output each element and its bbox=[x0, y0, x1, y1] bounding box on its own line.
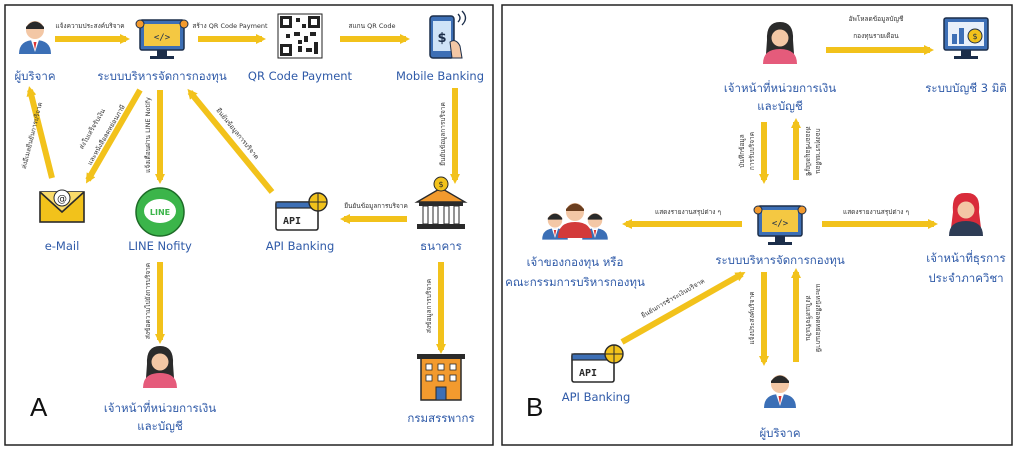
edge-system-to-donor-label-2: และหนังสือลดหย่อนภาษี bbox=[814, 284, 822, 353]
edge-officer-to-system-label-1: บันทึกข้อมูล bbox=[738, 134, 746, 167]
email-icon: @ bbox=[39, 189, 85, 223]
fund-system-icon-b bbox=[753, 205, 807, 246]
svg-text:$: $ bbox=[438, 180, 443, 189]
node-owners-label-1: เจ้าของกองทุน หรือ bbox=[527, 255, 624, 269]
panel-b: อัพโหลดข้อมูลบัญชี กองทุนรายเดือน บันทึก… bbox=[505, 15, 1007, 440]
fund-system-icon bbox=[135, 19, 189, 60]
mobile-banking-icon: $ bbox=[429, 10, 467, 59]
node-api-label: API Banking bbox=[266, 239, 335, 253]
node-officer-b-label-1: เจ้าหน้าที่หน่วยการเงิน bbox=[724, 80, 836, 95]
qr-code-icon bbox=[277, 13, 323, 59]
edge-system-to-owners-label: แสดงรายงานสรุปต่าง ๆ bbox=[655, 208, 721, 216]
edge-donor-to-system-label: แจ้งความประสงค์บริจาค bbox=[55, 22, 124, 30]
node-line-label: LINE Nofity bbox=[128, 239, 192, 253]
node-staff-label-1: เจ้าหน้าที่ธุรการ bbox=[926, 250, 1005, 265]
svg-text:$: $ bbox=[972, 32, 977, 41]
edge-officer-to-system-label-2: การรับบริจาค bbox=[748, 132, 756, 170]
edge-qr-to-mobile-label: สแกน QR Code bbox=[349, 22, 396, 30]
panel-a-letter: A bbox=[30, 392, 48, 422]
arrow-system-to-email bbox=[85, 88, 143, 184]
finance-officer-icon bbox=[143, 346, 177, 388]
edge-donor-to-system-label-b: แจ้งประสงค์บริจาค bbox=[748, 291, 756, 344]
edge-line-to-officer-label: ส่งข้อความไปยังการบริจาค bbox=[144, 263, 152, 339]
svg-text:LINE: LINE bbox=[150, 208, 170, 217]
edge-system-to-donor-label-1: ส่งใบเสร็จรับเงิน bbox=[804, 295, 813, 341]
donor-icon bbox=[19, 21, 51, 54]
node-fund-system-label: ระบบบริหารจัดการกองทุน bbox=[97, 69, 227, 83]
edge-system-to-qr-label: สร้าง QR Code Payment bbox=[192, 22, 268, 30]
node-email-label: e-Mail bbox=[45, 239, 80, 253]
node-mobile-label: Mobile Banking bbox=[396, 69, 484, 83]
node-officer-label-2: และบัญชี bbox=[137, 419, 183, 433]
fund-owners-icon bbox=[542, 203, 608, 240]
panel-a: แจ้งความประสงค์บริจาค สร้าง QR Code Paym… bbox=[14, 10, 484, 433]
edge-system-to-line-label: แจ้งเตือนผ่าน LINE Notify bbox=[144, 97, 152, 173]
edge-officer-to-accounting-label-2: กองทุนรายเดือน bbox=[853, 32, 899, 40]
panel-b-letter: B bbox=[526, 392, 543, 422]
node-accounting-label: ระบบบัญชี 3 มิติ bbox=[925, 81, 1007, 95]
node-api-b-label: API Banking bbox=[562, 390, 631, 404]
edge-bank-to-api-label: ยืนยันข้อมูลการบริจาค bbox=[344, 202, 408, 210]
node-officer-label-1: เจ้าหน้าที่หน่วยการเงิน bbox=[104, 400, 216, 415]
node-officer-b-label-2: และบัญชี bbox=[757, 99, 803, 113]
accounting-system-icon: $ bbox=[943, 17, 989, 59]
edge-system-to-officer-label-2: กองทุนรายเดือน bbox=[814, 128, 822, 174]
node-owners-label-2: คณะกรรมการบริหารกองทุน bbox=[505, 275, 645, 289]
donor-icon-b bbox=[764, 375, 796, 408]
node-qr-label: QR Code Payment bbox=[248, 69, 353, 83]
svg-text:$: $ bbox=[437, 31, 446, 46]
node-bank-label: ธนาคาร bbox=[420, 239, 462, 253]
edge-officer-to-accounting-label-1: อัพโหลดข้อมูลบัญชี bbox=[849, 15, 904, 23]
arrow-api-to-system bbox=[187, 88, 275, 194]
api-banking-icon bbox=[275, 192, 328, 231]
edge-mobile-to-bank-label: ยืนยันข้อมูลการบริจาค bbox=[439, 102, 447, 166]
node-donor-b-label: ผู้บริจาค bbox=[759, 426, 800, 440]
panel-a-border bbox=[4, 4, 494, 446]
bank-icon: $ bbox=[414, 176, 468, 229]
node-revenue-label: กรมสรรพากร bbox=[407, 411, 474, 425]
edge-system-to-staff-label: แสดงรายงานสรุปต่าง ๆ bbox=[843, 208, 909, 216]
api-banking-icon-b bbox=[571, 344, 624, 383]
edge-bank-to-revenue-label: ส่งข้อมูลการบริจาค bbox=[425, 279, 433, 333]
finance-officer-icon-b bbox=[763, 22, 797, 64]
node-staff-label-2: ประจำภาควิชา bbox=[928, 271, 1003, 285]
arrow-email-to-donor bbox=[26, 86, 55, 179]
revenue-department-icon bbox=[417, 354, 465, 401]
edge-system-to-officer-label-1: ส่งออกข้อมูลบัญชี bbox=[804, 126, 812, 176]
node-donor-label: ผู้บริจาค bbox=[14, 69, 55, 83]
admin-staff-icon bbox=[949, 192, 983, 236]
svg-text:@: @ bbox=[57, 194, 67, 205]
panel-b-border bbox=[501, 4, 1013, 446]
arrow-api-to-system bbox=[620, 271, 746, 345]
line-icon: LINE bbox=[135, 187, 185, 237]
node-fund-system-b-label: ระบบบริหารจัดการกองทุน bbox=[715, 253, 845, 267]
